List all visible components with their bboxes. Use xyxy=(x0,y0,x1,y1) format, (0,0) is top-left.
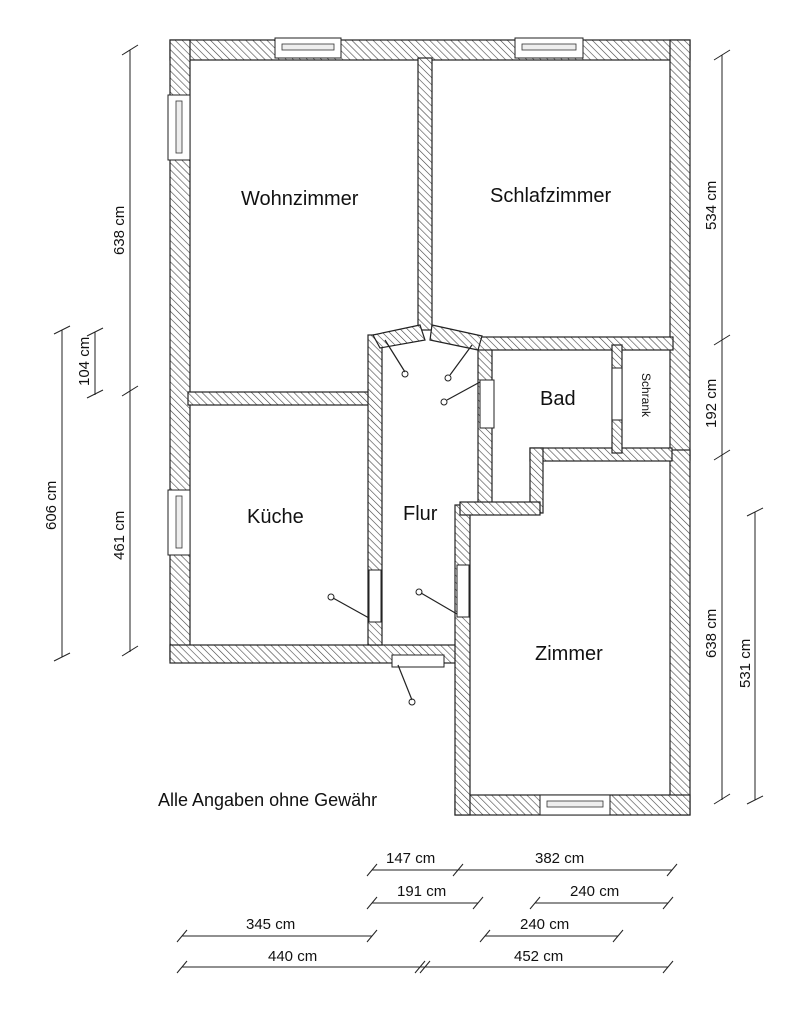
dim-bottom-240a: 240 cm xyxy=(570,883,619,900)
door-handle xyxy=(401,370,409,378)
dim-bottom-440: 440 cm xyxy=(268,948,317,965)
window-pane xyxy=(521,43,577,51)
wall-flur-top-right xyxy=(429,324,483,351)
window-pane xyxy=(175,100,183,154)
dim-right-534: 534 cm xyxy=(703,181,720,230)
room-label-schlafzimmer: Schlafzimmer xyxy=(490,185,611,207)
door-frame-kitchen xyxy=(368,569,382,623)
dim-bottom-452: 452 cm xyxy=(514,948,563,965)
wall-zimmer-left xyxy=(454,504,471,816)
dim-bottom-191: 191 cm xyxy=(397,883,446,900)
door-handle xyxy=(408,698,416,706)
dim-left-606: 606 cm xyxy=(43,481,60,530)
dim-left-638: 638 cm xyxy=(111,206,128,255)
dim-left-104: 104 cm xyxy=(76,337,93,386)
room-label-kueche: Küche xyxy=(247,506,304,528)
wall-right-upper xyxy=(669,39,691,461)
doors xyxy=(327,339,481,706)
door-bad xyxy=(446,381,481,401)
dim-bottom-147: 147 cm xyxy=(386,850,435,867)
room-label-wohnzimmer: Wohnzimmer xyxy=(241,188,359,210)
dim-bottom-240b: 240 cm xyxy=(520,916,569,933)
dim-right-638: 638 cm xyxy=(703,609,720,658)
door-frame-entry xyxy=(391,654,445,668)
door-handle xyxy=(440,398,448,406)
wall-top xyxy=(169,39,691,61)
wall-right-lower xyxy=(669,449,691,816)
dim-bottom-382: 382 cm xyxy=(535,850,584,867)
walls xyxy=(169,39,691,816)
door-handle xyxy=(415,588,423,596)
door-zimmer xyxy=(420,592,458,615)
wall-living-bedroom xyxy=(417,57,433,331)
room-label-bad: Bad xyxy=(540,388,576,410)
door-handle xyxy=(327,593,335,601)
door-frame-schrank xyxy=(611,367,623,421)
wall-bad-bottom xyxy=(529,447,673,462)
door-entry xyxy=(397,664,413,701)
door-bedroom xyxy=(449,344,473,376)
wall-step-horiz xyxy=(459,501,541,516)
dimension-labels: 638 cm 104 cm 461 cm 606 cm 534 cm 192 c… xyxy=(43,181,754,965)
wall-bedroom-bottom xyxy=(477,336,674,351)
window-pane xyxy=(546,800,604,808)
door-frame-zimmer xyxy=(456,564,470,618)
wall-living-bottom xyxy=(187,391,374,406)
windows xyxy=(167,37,623,816)
dimension-lines xyxy=(53,44,764,974)
window-pane xyxy=(175,495,183,549)
disclaimer-note: Alle Angaben ohne Gewähr xyxy=(158,790,377,810)
room-label-schrank: Schrank xyxy=(639,373,653,418)
wall-flur-top-left xyxy=(372,324,426,349)
room-labels: Wohnzimmer Schlafzimmer Bad Schrank Küch… xyxy=(158,185,653,810)
dim-right-531: 531 cm xyxy=(737,639,754,688)
dim-right-192: 192 cm xyxy=(703,379,720,428)
room-label-flur: Flur xyxy=(403,503,438,525)
door-handle xyxy=(444,374,452,382)
window-pane xyxy=(281,43,335,51)
door-living xyxy=(384,339,406,373)
dim-left-461: 461 cm xyxy=(111,511,128,560)
door-frame-bad xyxy=(479,379,495,429)
room-label-zimmer: Zimmer xyxy=(535,643,603,665)
door-kitchen xyxy=(332,597,370,619)
dim-bottom-345: 345 cm xyxy=(246,916,295,933)
